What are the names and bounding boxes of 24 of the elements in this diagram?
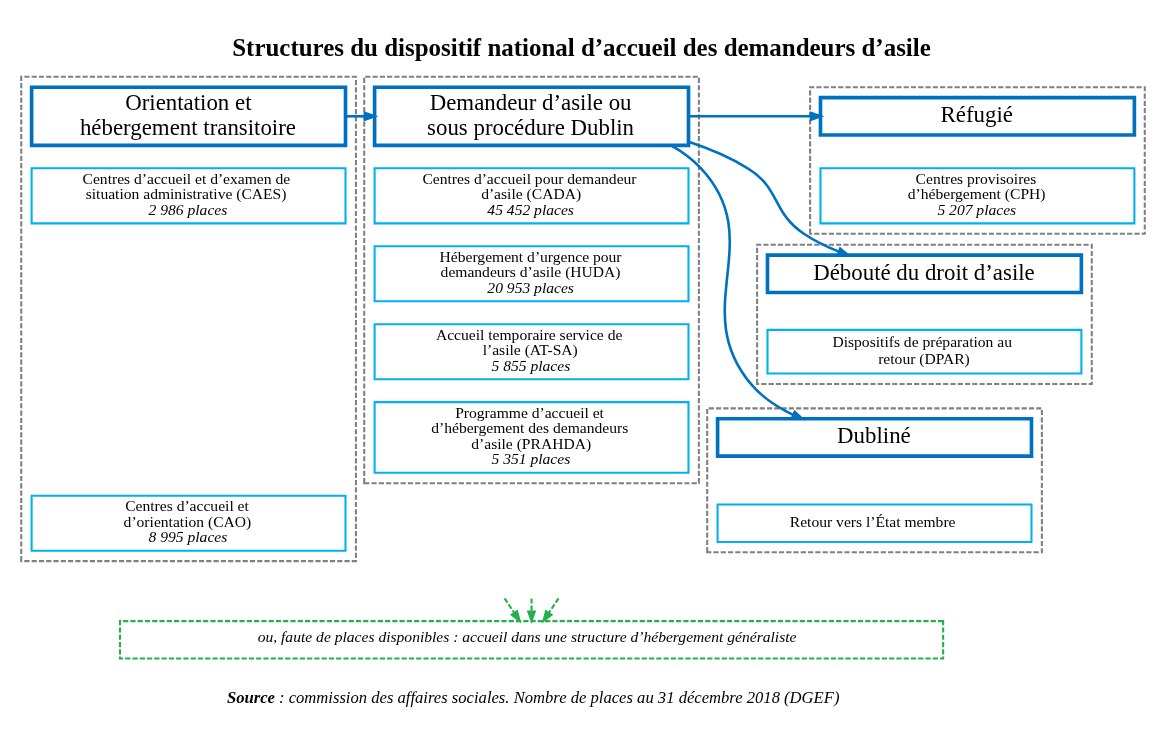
node-box: Accueil temporaire service de l’asile (AT-SA) 5 855 places	[373, 322, 690, 380]
node-box: Réfugié	[818, 95, 1137, 137]
node-box: Dispositifs de préparation au retour (DPAR)	[766, 328, 1083, 375]
node-box: Retour vers l’État membre	[716, 502, 1033, 543]
diagram-title: Structures du dispositif national d’accueil des demandeurs d’asile	[232, 33, 931, 61]
node-box: Débouté du droit d’asile	[765, 252, 1084, 294]
node-box: Demandeur d’asile ou sous procédure Dublin	[372, 84, 691, 147]
caption: Source : commission des affaires sociales. Nombre de places au 31 décembre 2018 (DGEF)	[227, 687, 840, 707]
arrow	[345, 110, 379, 121]
node-box: Hébergement d’urgence pour demandeurs d’asile (HUDA) 20 953 places	[373, 244, 690, 302]
arrow	[688, 140, 852, 256]
arrow	[503, 597, 522, 623]
arrow	[526, 597, 537, 624]
node-box: Dubliné	[715, 416, 1034, 458]
node-box: Centres d’accueil et d’examen de situation administrative (CAES) 2 986 places	[30, 166, 347, 224]
cluster	[20, 75, 357, 562]
arrow	[688, 110, 825, 121]
node-box: ou, faute de places disponibles : accueil dans une structure d’hébergement généraliste	[118, 619, 945, 660]
arrow	[541, 597, 560, 623]
node-box: Centres provisoires d’hébergement (CPH) 5 207 places	[819, 166, 1136, 224]
node-box: Centres d’accueil et d’orientation (CAO) 8 995 places	[30, 494, 347, 552]
node-box: Programme d’accueil et d’hébergement des demandeurs d’asile (PRAHDA) 5 351 places	[373, 400, 690, 474]
node-box: Centres d’accueil pour demandeur d’asile (CADA) 45 452 places	[373, 166, 690, 224]
node-box: Orientation et hébergement transitoire	[29, 84, 348, 147]
